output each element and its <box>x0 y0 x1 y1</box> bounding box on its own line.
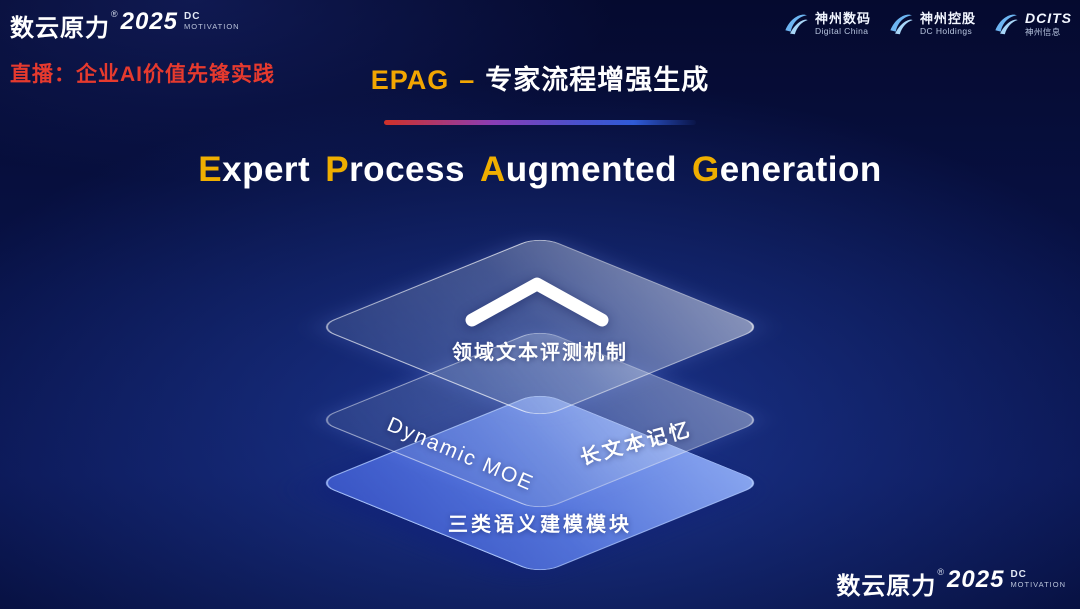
divider-gradient-line <box>384 120 696 125</box>
logo-name: 神州控股 <box>919 10 976 26</box>
subtitle-initial: A <box>479 150 506 189</box>
label-bottom-layer: 三类语义建模模块 <box>448 514 632 536</box>
brand-year: 2025 <box>120 8 179 35</box>
subtitle-rest: ugmented <box>505 150 677 189</box>
subtitle-rest: rocess <box>349 150 465 189</box>
logo-text: DCITS 神州信息 <box>1025 10 1072 37</box>
subtitle-initial: P <box>325 150 350 189</box>
logo-name: DCITS <box>1025 10 1072 26</box>
subtitle-initial: E <box>198 150 223 189</box>
brand-motivation: MOTIVATION <box>184 21 240 31</box>
label-top-layer: 领域文本评测机制 <box>452 342 628 364</box>
logo-subtitle: DC Holdings <box>919 26 973 37</box>
live-stream-label: 直播：企业AI价值先锋实践 <box>10 63 275 86</box>
title-epag: EPAG <box>370 65 450 95</box>
subtitle-word: Process <box>325 150 465 190</box>
brand-name: 数云原力 <box>10 15 110 42</box>
brand-dc: DC <box>1010 569 1027 580</box>
brand-motivation: MOTIVATION <box>1010 579 1066 589</box>
title-chinese: 专家流程增强生成 <box>485 65 710 95</box>
brand-dc-motivation: DC MOTIVATION <box>184 11 240 31</box>
brand-logo-top-left: 数云原力 ® 2025 DC MOTIVATION <box>10 8 240 43</box>
subtitle-initial: G <box>691 150 720 189</box>
chevron-up-icon <box>465 277 609 327</box>
digital-china-swoosh-icon <box>785 14 808 35</box>
subtitle-rest: xpert <box>222 150 311 189</box>
page-title: EPAG–专家流程增强生成 <box>0 58 1080 97</box>
subtitle-expert-process-augmented-generation: Expert Process Augmented Generation <box>0 150 1080 190</box>
logo-dc-holdings: 神州控股 DC Holdings <box>887 10 976 37</box>
subtitle-word: Expert <box>198 150 310 190</box>
partner-logos: 神州数码 Digital China 神州控股 DC Holdings DCIT… <box>782 10 1072 37</box>
logo-dcits: DCITS 神州信息 <box>992 10 1072 37</box>
brand-name: 数云原力 <box>836 573 937 600</box>
logo-text: 神州数码 Digital China <box>815 11 871 37</box>
registered-trademark: ® <box>937 567 945 577</box>
registered-trademark: ® <box>111 9 118 19</box>
brand-dc: DC <box>184 11 201 22</box>
brand-year: 2025 <box>947 566 1005 593</box>
subtitle-word: Generation <box>692 150 882 190</box>
logo-digital-china: 神州数码 Digital China <box>782 10 871 37</box>
dcits-swoosh-icon <box>995 14 1018 35</box>
brand-dc-motivation: DC MOTIVATION <box>1010 569 1066 589</box>
logo-subtitle: 神州信息 <box>1025 26 1061 37</box>
brand-logo-bottom-right: 数云原力 ® 2025 DC MOTIVATION <box>836 566 1066 601</box>
logo-name: 神州数码 <box>814 10 871 26</box>
subtitle-rest: eneration <box>719 150 882 189</box>
logo-text: 神州控股 DC Holdings <box>920 11 976 37</box>
subtitle-word: Augmented <box>480 150 677 190</box>
logo-subtitle: Digital China <box>814 26 869 37</box>
dc-holdings-swoosh-icon <box>890 14 913 35</box>
title-dash: – <box>459 65 476 95</box>
